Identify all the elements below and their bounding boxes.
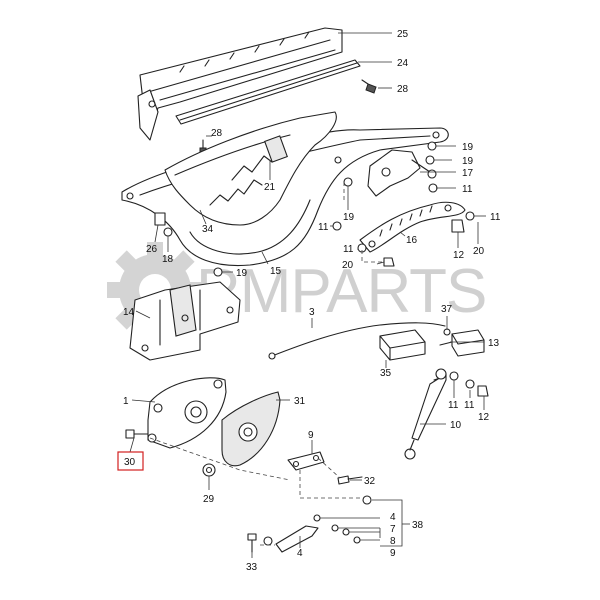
leader-lines [129,32,486,558]
callout-28[interactable]: 28 [211,128,223,139]
callout-8[interactable]: 8 [390,536,396,547]
callout-38[interactable]: 38 [412,520,424,531]
callout-19[interactable]: 19 [462,142,474,153]
callout-12[interactable]: 12 [453,250,465,261]
callout-11[interactable]: 11 [343,244,354,255]
mount-plate-14-part [129,281,241,361]
callout-18[interactable]: 18 [162,254,174,265]
bolt-32-part [337,475,363,485]
pin-33-part [247,533,273,553]
callout-28[interactable]: 28 [397,84,409,95]
callout-12[interactable]: 12 [478,412,490,423]
callout-10[interactable]: 10 [450,420,462,431]
callout-14[interactable]: 14 [123,307,135,318]
callout-3[interactable]: 3 [309,307,315,318]
callout-4[interactable]: 4 [390,512,396,523]
trim-panel-part [137,27,343,141]
callout-11[interactable]: 11 [464,400,475,411]
rail-strip-part [175,59,361,125]
callout-30[interactable]: 30 [124,457,136,468]
callout-11[interactable]: 11 [462,184,473,195]
lever-16-part [359,201,466,253]
callout-20[interactable]: 20 [473,246,485,257]
callout-11[interactable]: 11 [318,222,329,233]
bracket-17-part [367,149,437,197]
callout-19[interactable]: 19 [236,268,248,279]
callout-26[interactable]: 26 [146,244,158,255]
callout-31[interactable]: 31 [294,396,306,407]
callout-19[interactable]: 19 [462,156,474,167]
callout-33[interactable]: 33 [246,562,258,573]
small-hardware-lower [331,495,372,544]
callout-24[interactable]: 24 [397,58,409,69]
highlight-box [117,451,144,471]
actuator-13-part [439,328,485,357]
callout-11[interactable]: 11 [448,400,459,411]
washer-29-part [202,463,216,477]
callout-11[interactable]: 11 [490,212,501,223]
callout-37[interactable]: 37 [441,304,453,315]
watermark-text: RMPARTS [196,257,486,326]
callout-1[interactable]: 1 [123,396,129,407]
callout-17[interactable]: 17 [462,168,474,179]
callout-labels: 25 24 28 28 19 19 17 21 11 19 11 11 34 2… [123,29,501,573]
callout-29[interactable]: 29 [203,494,215,505]
callout-21[interactable]: 21 [264,182,276,193]
screw-28-top [361,79,377,94]
gas-strut-10-part [404,368,447,460]
hinge-1-part [147,377,227,449]
callout-25[interactable]: 25 [397,29,409,40]
callout-15[interactable]: 15 [270,266,282,277]
callout-34[interactable]: 34 [202,224,214,235]
callout-13[interactable]: 13 [488,338,500,349]
callout-9[interactable]: 9 [390,548,396,559]
callout-32[interactable]: 32 [364,476,376,487]
callout-20[interactable]: 20 [342,260,354,271]
bolt-30-part [125,429,149,439]
link-4-part [275,514,321,553]
callout-35[interactable]: 35 [380,368,392,379]
callout-7[interactable]: 7 [390,524,396,535]
callout-19[interactable]: 19 [343,212,355,223]
assembly-lines [149,182,384,546]
link-9-part [287,451,325,471]
inner-panel-part [164,111,337,226]
motor-35-part [379,329,426,361]
callout-16[interactable]: 16 [406,235,418,246]
callout-4[interactable]: 4 [297,548,303,559]
small-hardware-strut [449,371,489,397]
cover-31-part [221,391,281,467]
cable-3-part [268,322,446,360]
small-hardware-right [154,141,475,277]
callout-9[interactable]: 9 [308,430,314,441]
